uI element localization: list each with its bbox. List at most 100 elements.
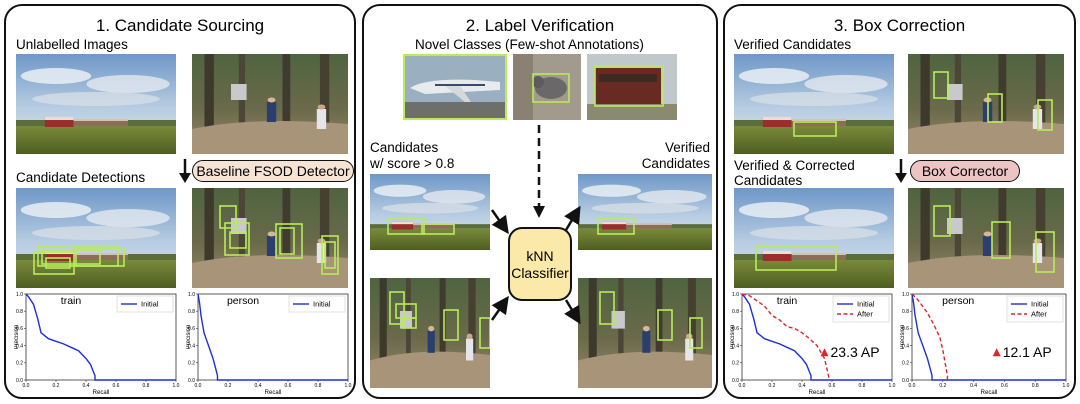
x-tick-label: 0.2 bbox=[939, 383, 946, 389]
ap-annotation: 23.3 AP bbox=[831, 344, 880, 360]
box-corrector-pill: Box Corrector bbox=[910, 160, 1020, 182]
y-tick-label: 0.4 bbox=[732, 343, 739, 349]
y-tick-label: 0.2 bbox=[902, 361, 909, 367]
y-tick-label: 0.8 bbox=[902, 309, 909, 315]
x-tick-label: 0.4 bbox=[83, 383, 90, 389]
x-tick-label: 0.0 bbox=[23, 383, 30, 389]
legend-box bbox=[1006, 295, 1064, 323]
y-tick-label: 0.0 bbox=[16, 378, 23, 384]
series-line-initial bbox=[25, 293, 176, 381]
x-tick-label: 0.6 bbox=[113, 383, 120, 389]
x-axis-label: Recall bbox=[265, 390, 282, 396]
knn-line1: kNN bbox=[526, 248, 554, 264]
unlabelled-images-label: Unlabelled Images bbox=[16, 37, 128, 52]
y-axis-label: Precision bbox=[900, 325, 906, 350]
y-tick-label: 1.0 bbox=[902, 292, 909, 298]
y-tick-label: 0.6 bbox=[732, 326, 739, 332]
panel-title: 3. Box Correction bbox=[833, 16, 966, 35]
y-tick-label: 0.4 bbox=[902, 343, 909, 349]
photo-train-car-annotation bbox=[587, 54, 677, 120]
legend-label: After bbox=[1031, 310, 1047, 319]
photo-train-unlabelled bbox=[16, 54, 176, 154]
legend-label: After bbox=[857, 310, 873, 319]
chart-title: train bbox=[61, 295, 82, 307]
x-tick-label: 0.2 bbox=[53, 383, 60, 389]
y-axis-label: Precision bbox=[186, 325, 192, 350]
legend-box bbox=[288, 295, 346, 313]
ap-triangle-icon bbox=[820, 348, 829, 357]
x-tick-label: 1.0 bbox=[1063, 383, 1070, 389]
verified-label-line1: Verified bbox=[664, 140, 710, 155]
candidates-label: Candidates w/ score > 0.8 bbox=[370, 140, 454, 172]
down-arrow-icon bbox=[179, 159, 191, 183]
photo-forest-corrected bbox=[908, 188, 1064, 288]
y-tick-label: 0.4 bbox=[188, 343, 195, 349]
y-tick-label: 0.0 bbox=[902, 378, 909, 384]
photo-forest-unlabelled bbox=[192, 54, 348, 154]
ap-annotation: 12.1 AP bbox=[1003, 344, 1052, 360]
x-tick-label: 1.0 bbox=[173, 383, 180, 389]
verified-candidates-label: Verified Candidates bbox=[608, 140, 710, 172]
x-tick-label: 0.8 bbox=[1032, 383, 1039, 389]
x-tick-label: 0.2 bbox=[769, 383, 776, 389]
knn-arrows bbox=[490, 205, 581, 325]
photo-airplane-annotation bbox=[403, 54, 507, 120]
series-line-initial bbox=[197, 293, 348, 381]
verified-candidates-title: Verified Candidates bbox=[734, 37, 852, 52]
y-tick-label: 0.0 bbox=[732, 378, 739, 384]
panel-title: 2. Label Verification bbox=[465, 16, 615, 35]
photo-train-candidates bbox=[370, 174, 490, 250]
x-tick-label: 0.2 bbox=[225, 383, 232, 389]
y-axis-label: Precision bbox=[730, 325, 736, 350]
down-arrow-icon bbox=[895, 159, 907, 183]
y-tick-label: 0.8 bbox=[16, 309, 23, 315]
verified-corrected-label: Verified & Corrected Candidates bbox=[734, 158, 855, 188]
photo-train-corrected bbox=[734, 188, 894, 288]
x-tick-label: 0.6 bbox=[1001, 383, 1008, 389]
verified-corrected-line1: Verified & Corrected bbox=[734, 158, 855, 173]
y-tick-label: 0.4 bbox=[16, 343, 23, 349]
photo-forest-candidates bbox=[370, 278, 490, 388]
dashed-arrow-icon bbox=[533, 125, 545, 218]
knn-classifier-box: kNN Classifier bbox=[508, 227, 572, 301]
verified-corrected-line2: Candidates bbox=[734, 173, 803, 188]
candidate-detections-label: Candidate Detections bbox=[16, 170, 146, 185]
x-axis-label: Recall bbox=[981, 390, 998, 396]
chart-title: train bbox=[777, 295, 798, 307]
y-tick-label: 0.6 bbox=[16, 326, 23, 332]
candidates-label-line2: w/ score > 0.8 bbox=[370, 156, 455, 171]
detection-boxes bbox=[219, 205, 339, 275]
photo-forest-detections bbox=[192, 188, 348, 288]
photo-train-detections bbox=[16, 188, 176, 288]
y-tick-label: 0.8 bbox=[732, 309, 739, 315]
legend-label: Initial bbox=[857, 300, 875, 309]
photo-forest-verified-p3 bbox=[908, 54, 1064, 154]
x-tick-label: 0.4 bbox=[255, 383, 262, 389]
y-axis-label: Precision bbox=[14, 325, 20, 350]
y-tick-label: 0.8 bbox=[188, 309, 195, 315]
y-tick-label: 1.0 bbox=[732, 292, 739, 298]
x-tick-label: 0.8 bbox=[143, 383, 150, 389]
x-tick-label: 0.4 bbox=[799, 383, 806, 389]
series-line-initial bbox=[911, 293, 1066, 381]
y-tick-label: 0.0 bbox=[188, 378, 195, 384]
panel-title: 1. Candidate Sourcing bbox=[95, 16, 265, 35]
legend-label: Initial bbox=[1031, 300, 1049, 309]
x-tick-label: 0.8 bbox=[315, 383, 322, 389]
x-tick-label: 0.4 bbox=[970, 383, 977, 389]
x-tick-label: 0.0 bbox=[739, 383, 746, 389]
candidates-label-line1: Candidates bbox=[370, 140, 439, 155]
novel-classes-label: Novel Classes (Few-shot Annotations) bbox=[415, 37, 644, 52]
x-tick-label: 0.8 bbox=[859, 383, 866, 389]
chart-title: person bbox=[227, 295, 259, 307]
legend-box bbox=[116, 295, 174, 313]
x-tick-label: 0.0 bbox=[195, 383, 202, 389]
baseline-fsod-detector-pill: Baseline FSOD Detector bbox=[192, 160, 354, 182]
series-line-after bbox=[741, 293, 830, 380]
x-tick-label: 0.6 bbox=[285, 383, 292, 389]
photo-train-verified bbox=[578, 174, 712, 250]
photo-train-verified-p3 bbox=[734, 54, 894, 154]
